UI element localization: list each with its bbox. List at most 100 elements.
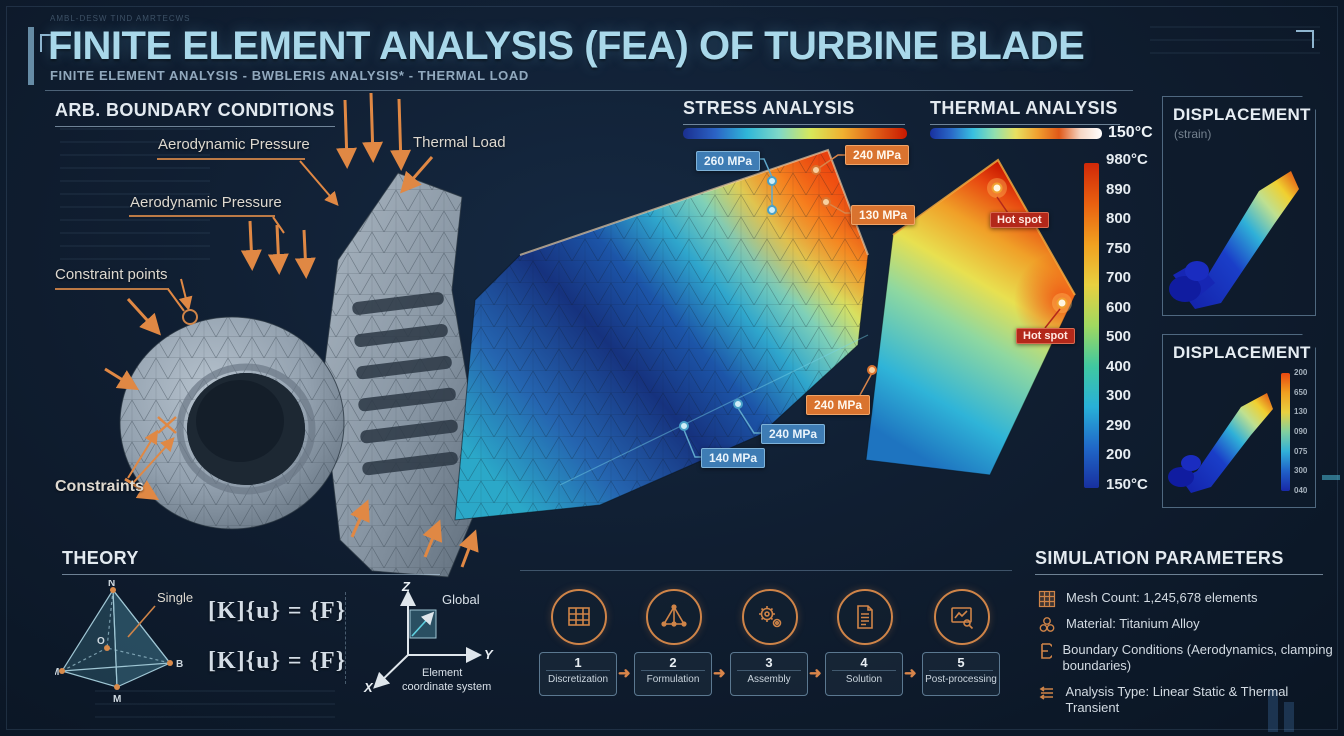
discretization-step-icon: [551, 589, 607, 645]
constraint-point-marker: [182, 309, 198, 325]
sim-param-mesh-count: Mesh Count: 1,245,678 elements: [1038, 590, 1338, 608]
workflow-step-3: 3 Assembly: [730, 652, 808, 696]
mesh-grid-icon: [568, 607, 590, 626]
thermal-blade: [865, 158, 1076, 476]
hot-spot-badge-1: Hot spot: [990, 212, 1049, 228]
workflow-step-5: 5 Post-processing: [922, 652, 1000, 696]
constraints-label: Constraints: [55, 478, 144, 495]
step-label: Assembly: [747, 674, 791, 685]
tetrahedron-element-diagram: N M B M O Single: [55, 580, 193, 705]
tetra-node-center-label: O: [97, 636, 105, 647]
scale-tick: 750: [1106, 239, 1132, 257]
step-arrow-icon: ➜: [904, 665, 917, 682]
single-element-label: Single: [157, 590, 193, 605]
displacement-strain-subheading: (strain): [1174, 127, 1212, 141]
sim-param-material: Material: Titanium Alloy: [1038, 616, 1338, 634]
assembly-step-icon: [742, 589, 798, 645]
hot-spot-badge-2: Hot spot: [1016, 328, 1075, 344]
step-number: 3: [736, 653, 802, 671]
axis-z-label: Z: [401, 580, 411, 594]
scale-tick: 700: [1106, 269, 1132, 287]
thermal-scale-bar: [1084, 163, 1099, 488]
workflow-step-4: 4 Solution: [825, 652, 903, 696]
mini-tick: 040: [1294, 485, 1308, 495]
code-deco-bottomleft: [95, 690, 335, 718]
sim-param-text: Boundary Conditions (Aerodynamics, clamp…: [1062, 642, 1333, 674]
scale-tick: 890: [1106, 180, 1132, 198]
global-axes-label: Global: [442, 592, 480, 607]
corner-bracket-topright: [1296, 30, 1314, 48]
load-arrows: [104, 92, 479, 568]
mini-tick: 300: [1294, 466, 1308, 476]
boundary-constraint-icon: [1041, 643, 1053, 659]
constraints-marker-icon: [157, 416, 177, 434]
hub-mesh: [119, 316, 345, 530]
corner-bracket-topleft: [40, 34, 58, 52]
stress-badge-130: 130 MPa: [851, 205, 916, 225]
displacement-blade: [1163, 367, 1283, 502]
coordinate-system-diagram: Z Y X Global Element coordinate system: [363, 580, 494, 695]
stress-analysis-heading: STRESS ANALYSIS: [683, 98, 905, 125]
solution-step-icon: [837, 589, 893, 645]
deco-bar: [1268, 690, 1278, 732]
postprocessing-step-icon: [934, 589, 990, 645]
displacement-strain-panel: DISPLACEMENT (strain): [1162, 96, 1316, 316]
tetra-node-left-label: M: [55, 667, 59, 678]
fea-scene-illustration: [104, 92, 1076, 578]
deco-bar: [1284, 702, 1294, 732]
scale-tick: 400: [1106, 357, 1132, 375]
scale-tick: 200: [1106, 446, 1132, 464]
blade-root-mesh: [321, 172, 479, 578]
stress-badge-140: 140 MPa: [701, 448, 766, 468]
scale-tick: 800: [1106, 210, 1132, 228]
sim-param-boundary: Boundary Conditions (Aerodynamics, clamp…: [1038, 642, 1338, 675]
step-number: 5: [928, 653, 994, 671]
stress-blade: [454, 148, 869, 521]
sim-param-text: Material: Titanium Alloy: [1066, 616, 1200, 631]
gears-icon: [759, 606, 782, 628]
page-title: FINITE ELEMENT ANALYSIS (FEA) OF TURBINE…: [48, 24, 1085, 68]
theory-divider: [345, 592, 346, 684]
thermal-load-label: Thermal Load: [413, 134, 506, 151]
displacement-panel: DISPLACEMENT 200 650 130 090 075 300 040: [1162, 334, 1316, 508]
thermal-bar-max-label: 150°C: [1108, 124, 1153, 141]
aero-pressure-underline-2: [129, 215, 275, 217]
stiffness-equation-2: [K]{u} = {F}: [208, 648, 347, 674]
mini-tick: 090: [1294, 426, 1308, 436]
hot-spot-markers: [987, 178, 1072, 329]
formulation-step-icon: [646, 589, 702, 645]
sim-param-text: Mesh Count: 1,245,678 elements: [1066, 590, 1258, 605]
micro-label: AMBL-DESW TIND AMRTECWS: [50, 14, 191, 23]
step-arrow-icon: ➜: [713, 665, 726, 682]
step-label: Post-processing: [925, 674, 997, 685]
scale-tick: 500: [1106, 328, 1132, 346]
mini-tick: 130: [1294, 407, 1308, 417]
boundary-conditions-heading: ARB. BOUNDARY CONDITIONS: [55, 100, 335, 127]
header-divider: [45, 90, 1133, 91]
stress-badge-240-low-blue: 240 MPa: [761, 424, 826, 444]
material-spheres-icon: [1039, 617, 1055, 632]
tetra-node-right-label: B: [176, 659, 183, 670]
displacement-strain-heading: DISPLACEMENT: [1173, 105, 1311, 124]
tetrahedron-icon: [661, 604, 687, 627]
aero-pressure-underline-1: [157, 158, 305, 160]
document-icon: [857, 605, 873, 629]
constraint-points-label: Constraint points: [55, 266, 168, 283]
sim-param-analysis-type: Analysis Type: Linear Static & Thermal T…: [1038, 684, 1338, 717]
stress-badge-240-low-orange: 240 MPa: [806, 395, 871, 415]
step-label: Formulation: [646, 674, 700, 685]
axis-x-label: X: [363, 680, 374, 695]
displacement-colorbar: [1281, 373, 1290, 491]
aero-pressure-label-1: Aerodynamic Pressure: [158, 136, 310, 153]
aero-pressure-label-2: Aerodynamic Pressure: [130, 194, 282, 211]
step-label: Discretization: [547, 674, 609, 685]
mini-tick: 650: [1294, 387, 1308, 397]
tetra-node-bottom-label: M: [113, 694, 121, 705]
step-arrow-icon: ➜: [809, 665, 822, 682]
title-accent-bar: [28, 27, 34, 85]
mini-tick: 200: [1294, 368, 1308, 377]
analysis-layers-icon: [1039, 686, 1053, 700]
stress-badge-240-top: 240 MPa: [845, 145, 910, 165]
stiffness-equation-1: [K]{u} = {F}: [208, 598, 347, 624]
stress-badge-260: 260 MPa: [696, 151, 761, 171]
